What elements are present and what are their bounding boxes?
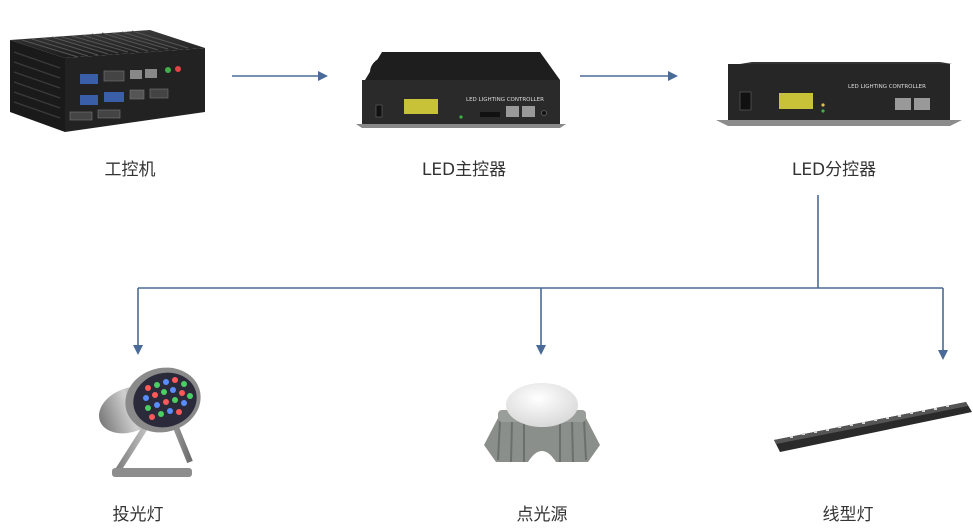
linear-light-label: 线型灯 bbox=[822, 505, 874, 525]
main-controller-image: LED LIGHTING CONTROLLER bbox=[356, 52, 566, 128]
sub-controller-image: LED LIGHTING CONTROLLER bbox=[716, 62, 962, 126]
ipc-image bbox=[10, 30, 205, 132]
sub-controller-label: LED分控器 bbox=[791, 160, 877, 180]
ipc-label: 工控机 bbox=[104, 160, 156, 180]
main-controller-label: LED主控器 bbox=[421, 160, 507, 180]
point-light-image bbox=[484, 383, 600, 463]
main-controller-panel-text: LED LIGHTING CONTROLLER bbox=[466, 97, 544, 103]
point-light-label: 点光源 bbox=[516, 505, 568, 525]
connector-arrows bbox=[133, 71, 948, 360]
linear-light-image bbox=[774, 402, 972, 452]
flood-light-image bbox=[99, 367, 201, 477]
sub-controller-panel-text: LED LIGHTING CONTROLLER bbox=[848, 84, 926, 90]
flood-light-label: 投光灯 bbox=[112, 505, 164, 525]
